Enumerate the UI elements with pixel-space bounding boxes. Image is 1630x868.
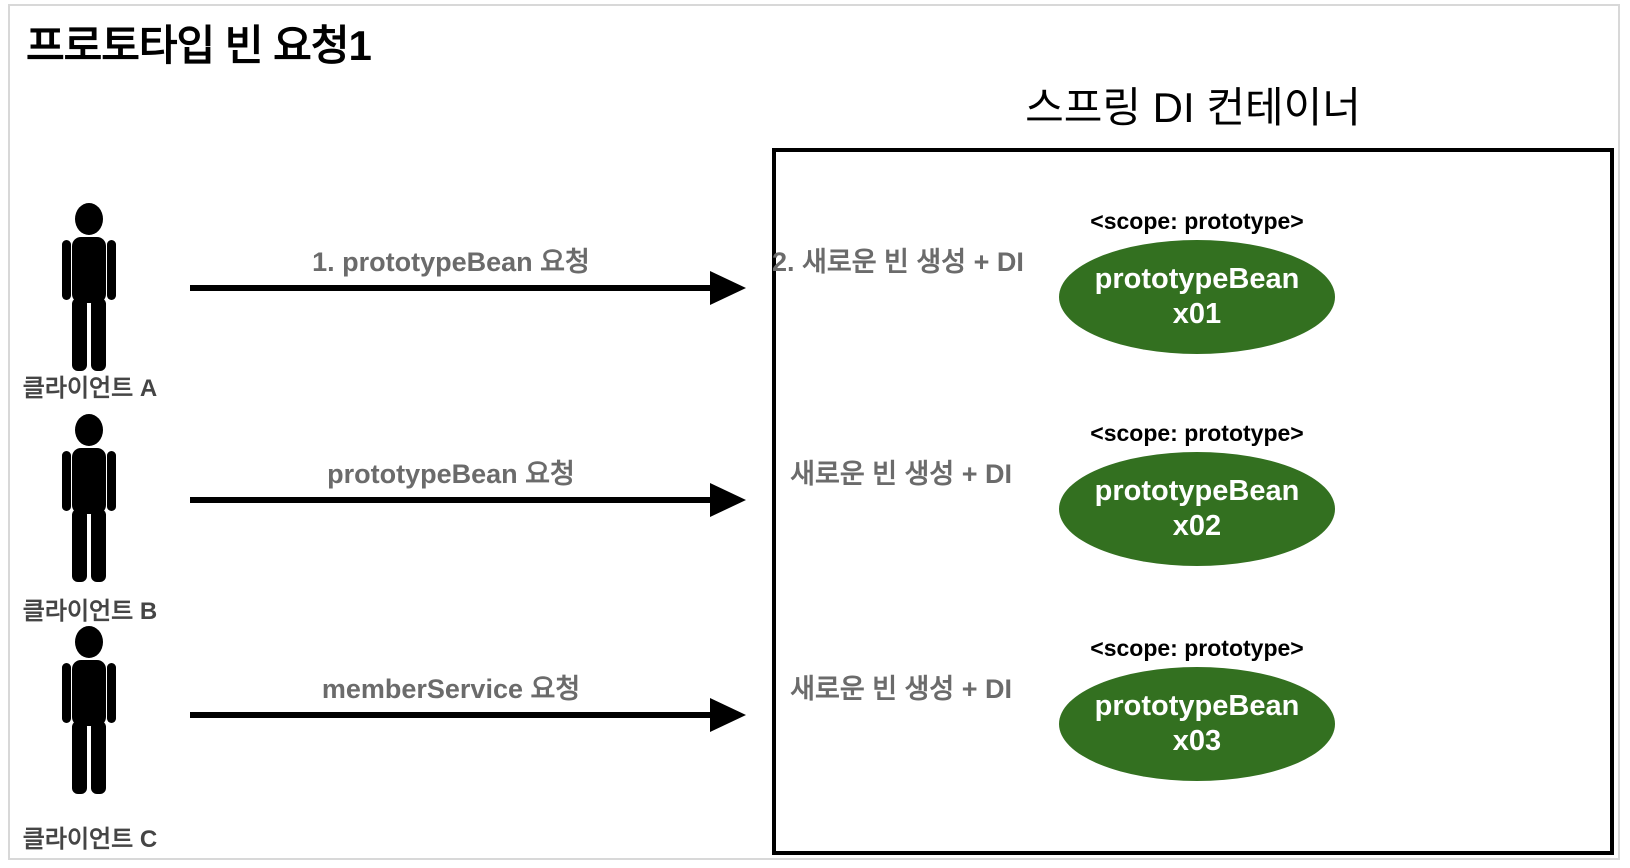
- client-label: 클라이언트 B: [22, 598, 158, 625]
- request-arrow-line: [190, 712, 712, 718]
- person-icon: [56, 626, 122, 794]
- client-label: 클라이언트 A: [22, 375, 158, 402]
- bean-name: prototypeBean: [1094, 474, 1300, 507]
- request-arrow-head: [710, 698, 746, 732]
- container-action-label: 2. 새로운 빈 생성 + DI: [772, 247, 1024, 277]
- prototype-bean-ellipse: prototypeBean x03: [1059, 667, 1335, 781]
- request-arrow-line: [190, 497, 712, 503]
- request-arrow-label: prototypeBean 요청: [327, 459, 575, 489]
- request-arrow-label: memberService 요청: [321, 674, 581, 704]
- request-arrow-head: [710, 483, 746, 517]
- person-icon: [56, 414, 122, 582]
- scope-label: <scope: prototype>: [1090, 208, 1304, 234]
- request-arrow-head: [710, 271, 746, 305]
- scope-label: <scope: prototype>: [1090, 635, 1304, 661]
- container-action-label: 새로운 빈 생성 + DI: [790, 674, 1012, 704]
- container-action-label: 새로운 빈 생성 + DI: [790, 459, 1012, 489]
- request-arrow-line: [190, 285, 712, 291]
- bean-name: prototypeBean: [1094, 689, 1300, 722]
- bean-instance: x03: [1172, 725, 1222, 757]
- prototype-bean-ellipse: prototypeBean x01: [1059, 240, 1335, 354]
- scope-label: <scope: prototype>: [1090, 420, 1304, 446]
- bean-name: prototypeBean: [1094, 262, 1300, 295]
- container-title: 스프링 DI 컨테이너: [1025, 84, 1361, 131]
- client-label: 클라이언트 C: [22, 826, 158, 853]
- request-arrow-label: 1. prototypeBean 요청: [312, 247, 590, 277]
- person-icon: [56, 203, 122, 371]
- page-title: 프로토타입 빈 요청1: [26, 22, 372, 69]
- prototype-bean-ellipse: prototypeBean x02: [1059, 452, 1335, 566]
- bean-instance: x02: [1172, 510, 1222, 542]
- bean-instance: x01: [1172, 298, 1222, 330]
